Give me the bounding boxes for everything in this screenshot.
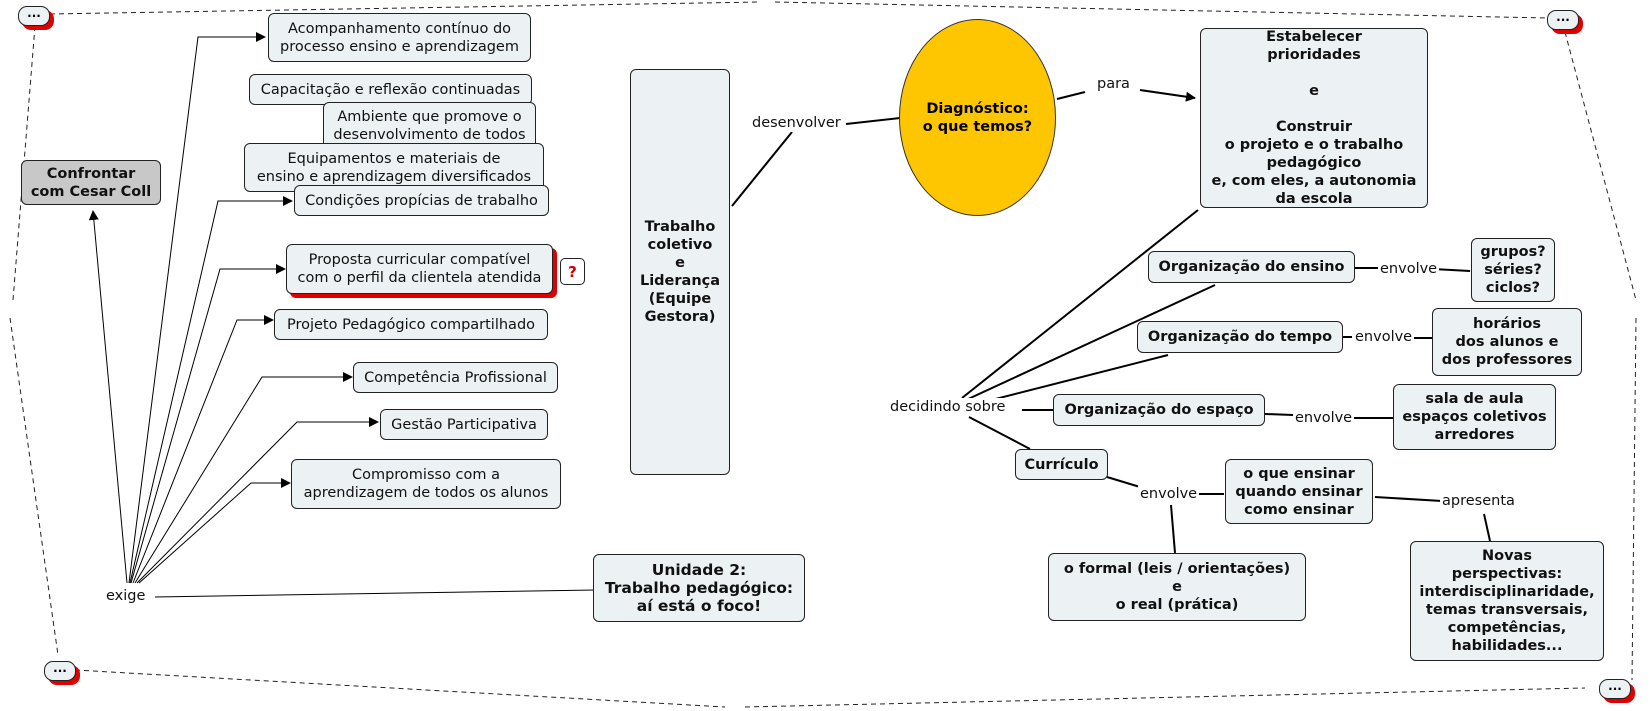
node-org-ensino[interactable]: Organização do ensino (1148, 251, 1355, 283)
node-projeto[interactable]: Projeto Pedagógico compartilhado (274, 309, 548, 340)
expand-button-top-right[interactable]: ... (1547, 10, 1579, 30)
ellipsis-icon: ... (1608, 679, 1622, 693)
node-formal-real[interactable]: o formal (leis / orientações) e o real (… (1048, 553, 1306, 621)
node-org-tempo[interactable]: Organização do tempo (1137, 321, 1343, 353)
node-proposta[interactable]: Proposta curricular compatível com o per… (286, 244, 553, 294)
link-envolve-espaco: envolve (1293, 409, 1355, 427)
node-grupos[interactable]: grupos? séries? ciclos? (1471, 238, 1555, 302)
node-gestao[interactable]: Gestão Participativa (380, 409, 548, 440)
expand-button-bottom-right[interactable]: ... (1599, 679, 1631, 699)
expand-button-top-left[interactable]: ... (18, 6, 50, 26)
edge-exige-competencia (134, 372, 353, 584)
node-org-espaco[interactable]: Organização do espaço (1053, 394, 1265, 426)
edge-exige-cesar (88, 210, 128, 584)
link-desenvolver: desenvolver (750, 114, 843, 132)
dashed-boundary (9, 1, 1637, 708)
node-oque-ensinar[interactable]: o que ensinar quando ensinar como ensina… (1225, 459, 1373, 524)
edge-exige-proposta (130, 264, 286, 584)
edge-exige-projeto (132, 315, 274, 584)
link-para: para (1095, 75, 1132, 93)
node-diagnostico[interactable]: Diagnóstico: o que temos? (899, 19, 1056, 216)
link-envolve-curriculo: envolve (1138, 485, 1200, 503)
help-button[interactable]: ? (560, 258, 585, 285)
node-compromisso[interactable]: Compromisso com a aprendizagem de todos … (291, 459, 561, 509)
node-capacitacao[interactable]: Capacitação e reflexão continuadas (249, 74, 532, 105)
link-decidindo-sobre: decidindo sobre (888, 398, 1008, 416)
link-apresenta: apresenta (1440, 492, 1517, 510)
link-envolve-ensino: envolve (1378, 260, 1440, 278)
link-envolve-tempo: envolve (1353, 328, 1415, 346)
node-curriculo[interactable]: Currículo (1015, 449, 1108, 480)
node-condicoes[interactable]: Condições propícias de trabalho (294, 185, 549, 216)
exige-connectors (88, 32, 596, 598)
edge-exige-condicoes (129, 196, 293, 584)
ellipsis-icon: ... (53, 661, 67, 675)
right-connectors (731, 89, 1491, 554)
node-horarios[interactable]: horários dos alunos e dos professores (1432, 308, 1582, 376)
question-mark-icon: ? (568, 262, 577, 281)
edge-exige-compromisso (138, 478, 291, 584)
link-exige: exige (104, 587, 148, 605)
node-equipamentos[interactable]: Equipamentos e materiais de ensino e apr… (244, 143, 544, 192)
ellipsis-icon: ... (1556, 10, 1570, 24)
expand-button-bottom-left[interactable]: ... (44, 661, 76, 681)
node-competencia[interactable]: Competência Profissional (353, 362, 558, 393)
node-novas-perspectivas[interactable]: Novas perspectivas: interdisciplinaridad… (1410, 541, 1604, 661)
node-unidade-2[interactable]: Unidade 2: Trabalho pedagógico: aí está … (593, 554, 805, 622)
node-sala[interactable]: sala de aula espaços coletivos arredores (1393, 384, 1556, 450)
node-cesar-coll[interactable]: Confrontar com Cesar Coll (21, 160, 161, 205)
node-trabalho-coletivo[interactable]: Trabalho coletivo e Liderança (Equipe Ge… (630, 69, 730, 475)
node-acompanhamento[interactable]: Acompanhamento contínuo do processo ensi… (268, 13, 531, 62)
edge-exige-gestao (136, 417, 379, 584)
ellipsis-icon: ... (27, 6, 41, 20)
node-estabelecer[interactable]: Estabelecer prioridades e Construir o pr… (1200, 28, 1428, 208)
edge-exige-acompanhamento (128, 32, 266, 584)
